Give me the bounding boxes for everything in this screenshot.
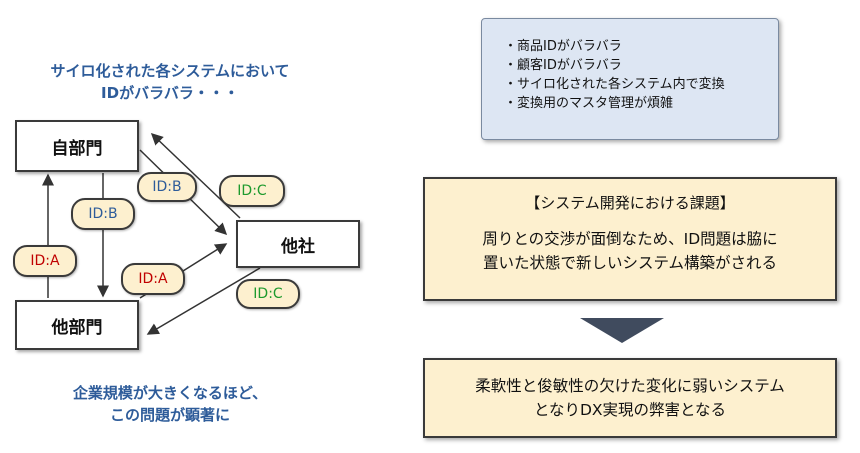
caption-top-line-1: サイロ化された各システムにおいて [50,62,290,80]
id-pill-label: ID:A [30,253,60,269]
caption-top: サイロ化された各システムにおいて IDがバラバラ・・・ [20,60,320,104]
id-pill-label: ID:C [253,286,283,302]
challenge-box: 【システム開発における課題】 周りとの交渉が面倒なため、ID問題は脇に 置いた状… [423,177,837,301]
id-pill: ID:C [219,175,285,207]
issue-item: ・顧客IDがバラバラ [504,58,622,73]
issue-list-box: ・商品IDがバラバラ ・顧客IDがバラバラ ・サイロ化された各システム内で変換 … [481,18,779,140]
arrow-other-company-to-other-dept [146,267,261,335]
id-pill: ID:A [121,263,185,295]
caption-bottom-line-1: 企業規模が大きくなるほど、 [72,384,268,402]
id-pill-label: ID:B [88,206,118,222]
issue-item: ・サイロ化された各システム内で変換 [504,77,725,92]
node-own-dept-label: 自部門 [51,138,103,159]
challenge-body-line-2: 置いた状態で新しいシステム構築がされる [482,254,778,272]
caption-top-line-2: IDがバラバラ・・・ [101,84,239,102]
id-pill: ID:C [236,279,300,309]
node-other-dept-label: 他部門 [51,317,103,338]
node-own-dept: 自部門 [15,120,139,172]
id-pill-label: ID:A [138,271,168,287]
id-pill-label: ID:B [152,179,182,195]
id-pill: ID:A [13,245,77,277]
node-other-company: 他社 [236,220,360,268]
id-pill-label: ID:C [237,183,267,199]
down-arrow-icon [580,318,664,343]
conclusion-line-2: となりDX実現の弊害となる [533,401,727,419]
conclusion-line-1: 柔軟性と俊敏性の欠けた変化に弱いシステム [475,377,785,395]
conclusion-box: 柔軟性と俊敏性の欠けた変化に弱いシステム となりDX実現の弊害となる [423,358,837,438]
id-pill: ID:B [137,172,197,202]
challenge-title: 【システム開発における課題】 [525,194,735,212]
caption-bottom-line-2: この問題が顕著に [109,406,230,424]
issue-item: ・変換用のマスタ管理が煩雑 [504,96,674,111]
challenge-body-line-1: 周りとの交渉が面倒なため、ID問題は脇に [482,230,778,248]
caption-bottom: 企業規模が大きくなるほど、 この問題が顕著に [20,382,320,426]
issue-item: ・商品IDがバラバラ [504,39,622,54]
id-pill: ID:B [71,198,135,230]
node-other-company-label: 他社 [281,236,315,257]
node-other-dept: 他部門 [15,300,139,350]
